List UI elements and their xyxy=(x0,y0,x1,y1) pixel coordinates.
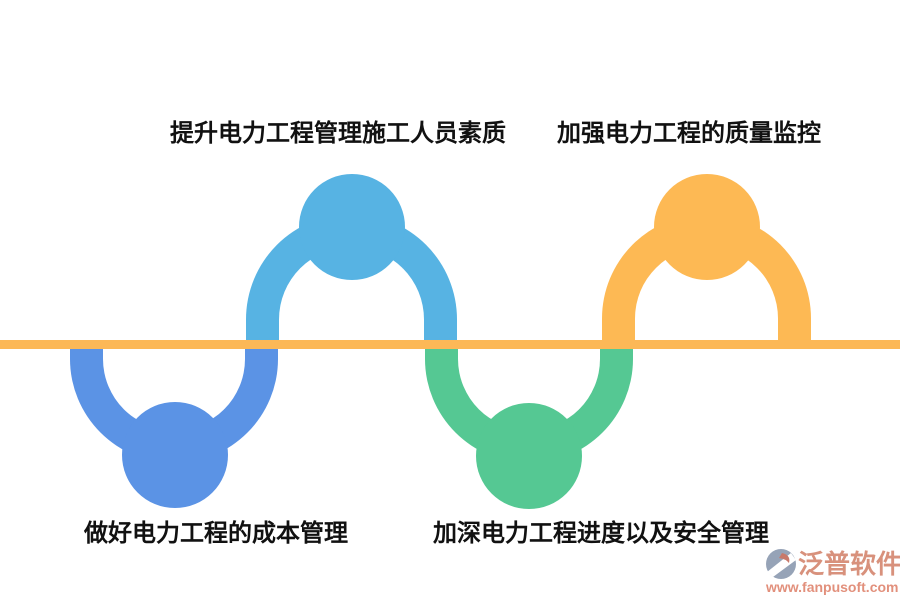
node-circle-cost-management xyxy=(122,402,228,508)
step-label-progress-safety: 加深电力工程进度以及安全管理 xyxy=(433,520,769,547)
node-circle-quality-monitoring xyxy=(654,174,760,280)
fanpu-logo-icon xyxy=(766,549,796,579)
step-label-cost-management: 做好电力工程的成本管理 xyxy=(84,520,348,547)
vendor-name: 泛普软件 xyxy=(798,549,900,579)
vendor-url: www.fanpusoft.com xyxy=(766,579,899,595)
vendor-watermark: 泛普软件 www.fanpusoft.com xyxy=(766,549,900,595)
node-circle-personnel-quality xyxy=(299,174,405,280)
step-label-personnel-quality: 提升电力工程管理施工人员素质 xyxy=(170,120,506,147)
timeline-baseline xyxy=(0,340,900,349)
step-label-quality-monitoring: 加强电力工程的质量监控 xyxy=(557,120,821,147)
node-circle-progress-safety xyxy=(476,403,582,509)
